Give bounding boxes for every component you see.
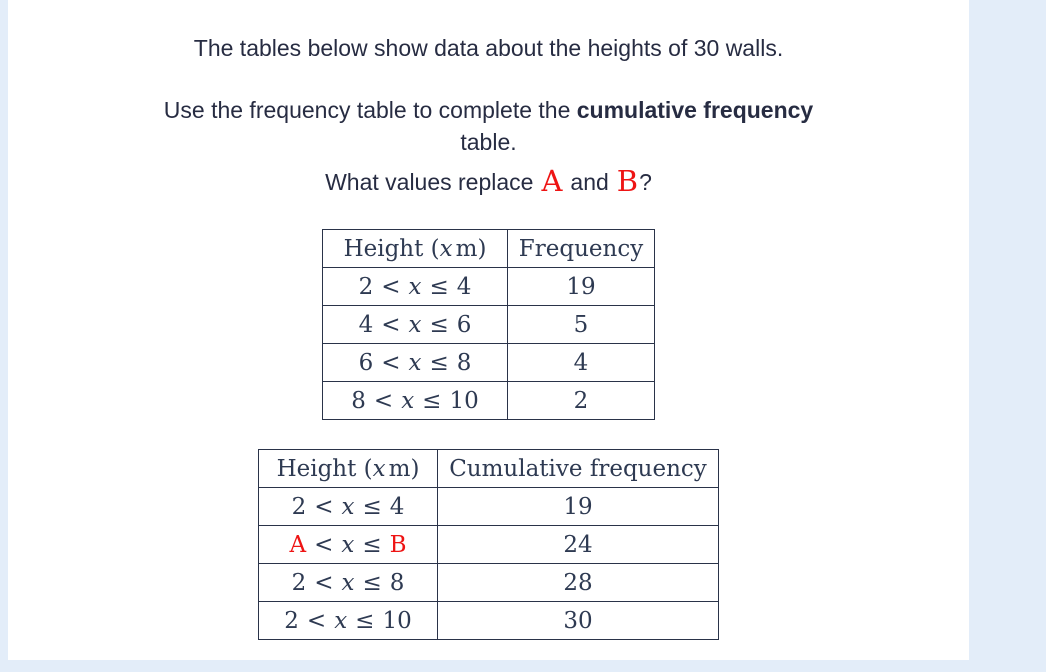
leq-symbol: ≤ [362, 569, 382, 596]
leq-symbol: ≤ [362, 531, 382, 558]
variable-x: x [408, 311, 422, 338]
interval-lower: 2 [291, 569, 307, 596]
frequency-value-cell: 5 [507, 305, 655, 344]
less-than-symbol: < [381, 311, 401, 338]
interval-upper: 4 [389, 493, 405, 520]
question-letter-a: A [541, 164, 563, 198]
less-than-symbol: < [306, 607, 327, 634]
interval-cell: 8 < x ≤10 [322, 381, 508, 420]
table-row: 8 < x ≤10 2 [322, 381, 655, 420]
height-header-var: x [372, 455, 386, 482]
interval-cell: 6 < x ≤8 [322, 343, 508, 382]
intro-line2-bold: cumulative frequency [576, 97, 814, 123]
less-than-symbol: < [373, 387, 394, 414]
leq-symbol: ≤ [362, 493, 382, 520]
leq-symbol: ≤ [429, 273, 449, 300]
interval-lower: 2 [284, 607, 299, 634]
question-card: The tables below show data about the hei… [8, 0, 969, 660]
table-row: 4 < x ≤6 5 [322, 305, 655, 344]
intro-line2-row1: Use the frequency table to complete the … [8, 94, 969, 126]
cumulative-value-cell: 24 [437, 525, 719, 564]
interval-lower: 2 [358, 273, 374, 300]
interval-upper: 8 [456, 349, 472, 376]
cumulative-value-cell: 28 [437, 563, 719, 602]
frequency-value-cell: 2 [507, 381, 655, 420]
height-header-pre: Height ( [276, 455, 373, 482]
interval-cell: 2 < x ≤8 [258, 563, 438, 602]
leq-symbol: ≤ [429, 349, 449, 376]
question-prefix: What values replace [325, 169, 534, 195]
interval-cell: 4 < x ≤6 [322, 305, 508, 344]
intro-line2: Use the frequency table to complete the … [8, 94, 969, 158]
interval-lower: 8 [351, 387, 366, 414]
leq-symbol: ≤ [355, 607, 375, 634]
less-than-symbol: < [314, 531, 334, 558]
leq-symbol: ≤ [429, 311, 449, 338]
less-than-symbol: < [381, 273, 401, 300]
question-suffix: ? [639, 169, 652, 195]
height-header-post: m) [388, 455, 420, 482]
table-row-with-unknowns: A < x ≤ B 24 [258, 525, 719, 564]
table-row: 2 < x ≤4 19 [322, 267, 655, 306]
variable-x: x [408, 273, 422, 300]
height-header-pre: Height ( [343, 235, 440, 262]
interval-upper: 4 [456, 273, 472, 300]
unknown-a: A [289, 531, 307, 558]
question-letter-b: B [616, 164, 639, 198]
less-than-symbol: < [314, 493, 334, 520]
less-than-symbol: < [381, 349, 401, 376]
intro-line1: The tables below show data about the hei… [193, 35, 784, 61]
interval-lower: 2 [291, 493, 307, 520]
interval-upper: 6 [456, 311, 472, 338]
cumulative-value-cell: 30 [437, 601, 719, 640]
cumulative-value-cell: 19 [437, 487, 719, 526]
unknown-b: B [389, 531, 407, 558]
variable-x: x [341, 569, 355, 596]
interval-upper: 10 [382, 607, 412, 634]
variable-x: x [408, 349, 422, 376]
table-row: 2 < x ≤4 19 [258, 487, 719, 526]
variable-x: x [341, 531, 355, 558]
variable-x: x [341, 493, 355, 520]
less-than-symbol: < [314, 569, 334, 596]
frequency-value-cell: 19 [507, 267, 655, 306]
intro-line2-normal: Use the frequency table to complete the [163, 97, 577, 123]
leq-symbol: ≤ [422, 387, 442, 414]
frequency-value-cell: 4 [507, 343, 655, 382]
variable-x: x [401, 387, 415, 414]
height-header-var: x [439, 235, 453, 262]
frequency-table-value-header: Frequency [507, 229, 655, 268]
intro-line2-row2: table. [460, 129, 517, 155]
cumulative-table-value-header: Cumulative frequency [437, 449, 719, 488]
table-row: 2 < x ≤10 30 [258, 601, 719, 640]
interval-upper: 8 [389, 569, 405, 596]
interval-lower: 4 [358, 311, 374, 338]
interval-lower: 6 [358, 349, 374, 376]
table-row: 6 < x ≤8 4 [322, 343, 655, 382]
interval-cell: 2 < x ≤4 [322, 267, 508, 306]
interval-cell: 2 < x ≤4 [258, 487, 438, 526]
interval-upper: 10 [449, 387, 479, 414]
table-row: 2 < x ≤8 28 [258, 563, 719, 602]
height-header-post: m) [455, 235, 487, 262]
variable-x: x [334, 607, 348, 634]
question-conj: and [570, 169, 609, 195]
interval-cell: 2 < x ≤10 [258, 601, 438, 640]
interval-cell: A < x ≤ B [258, 525, 438, 564]
